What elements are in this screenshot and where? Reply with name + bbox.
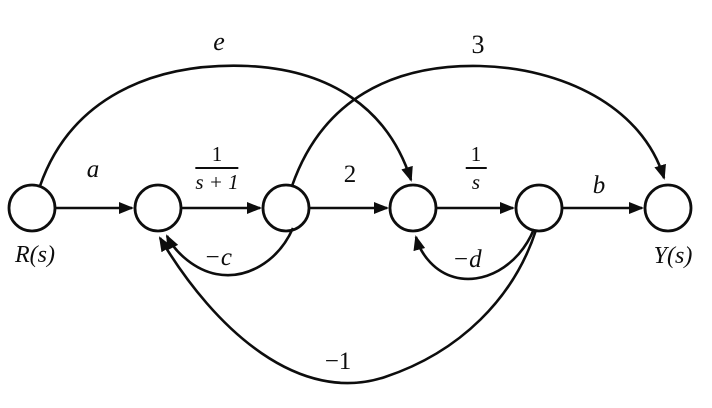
- node-2: [133, 183, 183, 233]
- gain-e-label: e: [213, 27, 225, 56]
- tf2-numerator: 1: [465, 143, 487, 170]
- gain-three-label: 3: [471, 30, 485, 59]
- gain-two-label: 2: [343, 161, 357, 188]
- node-3: [261, 183, 311, 233]
- branch-e-curve: [38, 64, 413, 187]
- gain-b-label: b: [592, 172, 606, 199]
- node-5: [514, 183, 564, 233]
- tf1-denominator: s + 1: [195, 170, 239, 195]
- gain-minus-one-label: −1: [324, 348, 352, 375]
- tf1-numerator: 1: [195, 143, 239, 170]
- node-input: [7, 183, 57, 233]
- gain-a-label: a: [86, 156, 100, 183]
- branch-minus-d-curve: [413, 228, 536, 281]
- gain-tf1-label: 1 s + 1: [195, 143, 239, 195]
- node-4: [388, 183, 438, 233]
- branch-minus-one-curve: [158, 229, 538, 385]
- gain-minus-d-label: −d: [452, 246, 482, 273]
- output-node-label: Y(s): [653, 243, 693, 269]
- node-output: [643, 183, 693, 233]
- tf2-denominator: s: [471, 170, 481, 195]
- branch-three-curve: [290, 64, 666, 187]
- input-node-label: R(s): [15, 242, 55, 268]
- gain-minus-c-label: −c: [204, 244, 232, 271]
- gain-tf2-label: 1 s: [465, 143, 487, 195]
- branch-minus-c-curve: [165, 227, 295, 277]
